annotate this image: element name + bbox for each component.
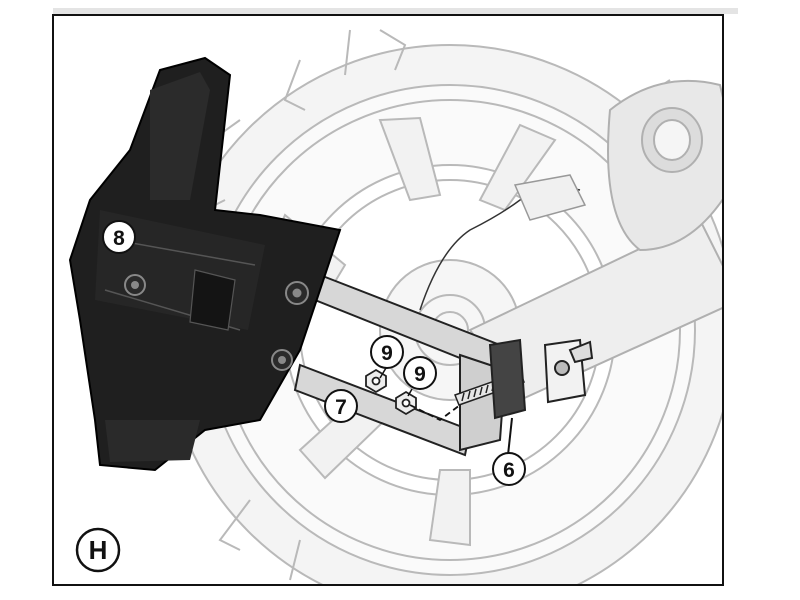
callout-7-label: 7: [335, 396, 347, 419]
callout-6: 6: [492, 452, 526, 486]
caliper: [513, 174, 587, 221]
callout-9-lower: 9: [403, 356, 437, 397]
callout-9-lower-label: 9: [414, 363, 426, 386]
callout-8: 8: [102, 220, 136, 254]
step-indicator: H: [75, 527, 121, 573]
callout-9-upper-label: 9: [381, 342, 393, 365]
figure-frame: [52, 14, 724, 586]
callout-7: 7: [324, 389, 358, 423]
illustration: [68, 29, 723, 585]
swingarm: [468, 79, 723, 402]
top-margin-band: [53, 8, 738, 14]
callout-8-label: 8: [113, 227, 125, 250]
assembly-guide-dashes: [409, 404, 461, 422]
mounting-plate: [488, 338, 594, 420]
callout-6-label: 6: [503, 459, 515, 482]
callout-9-upper: 9: [370, 335, 404, 379]
step-letter: H: [89, 535, 108, 565]
hugger-fender: [68, 56, 342, 472]
part6-leader: [507, 417, 513, 456]
